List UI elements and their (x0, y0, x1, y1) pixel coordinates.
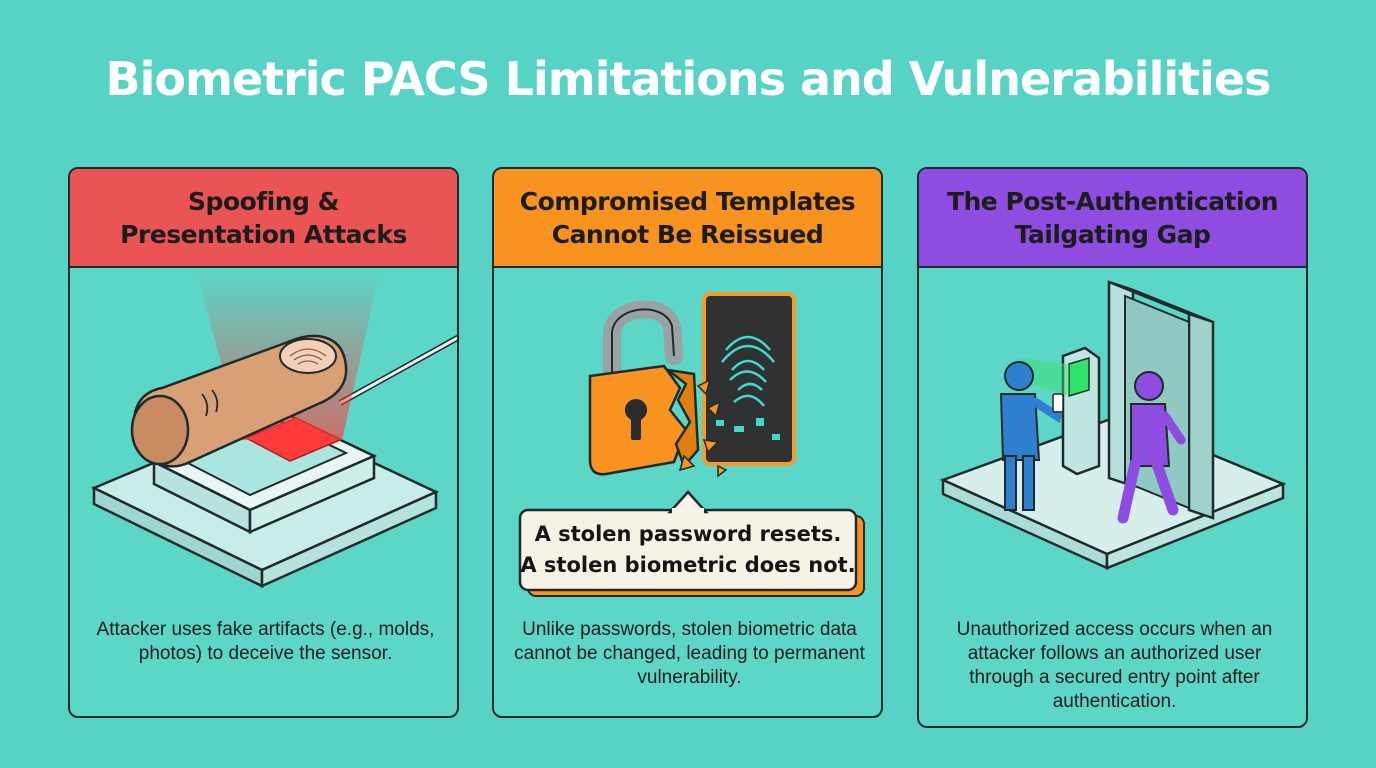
card-heading: Spoofing & Presentation Attacks (120, 186, 407, 249)
tailgater-icon (1117, 371, 1186, 524)
callout-line-1: A stolen password resets. (535, 522, 842, 546)
card-spoofing: Spoofing & Presentation Attacks (68, 167, 459, 718)
callout-bubble: A stolen password resets. A stolen biome… (518, 490, 865, 597)
fingerprint-template-icon (702, 292, 796, 466)
finger-sensor-icon (90, 270, 457, 589)
card-description: Unlike passwords, stolen biometric data … (514, 619, 865, 688)
page-title: Biometric PACS Limitations and Vulnerabi… (105, 52, 1272, 106)
tailgating-door-icon (939, 280, 1287, 570)
callout-line-2: A stolen biometric does not. (520, 553, 855, 577)
card-heading: Compromised Templates Cannot Be Reissued (519, 186, 856, 249)
card-header-tailgating: The Post-Authentication Tailgating Gap (919, 169, 1306, 268)
card-header-compromised-templates: Compromised Templates Cannot Be Reissued (494, 169, 881, 268)
card-header-spoofing: Spoofing & Presentation Attacks (70, 169, 457, 268)
card-description: Unauthorized access occurs when an attac… (956, 619, 1273, 712)
card-heading: The Post-Authentication Tailgating Gap (946, 186, 1279, 249)
card-compromised-templates: Compromised Templates Cannot Be Reissued (492, 167, 883, 718)
broken-padlock-icon: A stolen password resets. A stolen biome… (518, 292, 865, 597)
card-tailgating: The Post-Authentication Tailgating Gap (917, 167, 1308, 728)
card-description: Attacker uses fake artifacts (e.g., mold… (96, 619, 435, 664)
authorized-user-icon (999, 361, 1064, 511)
